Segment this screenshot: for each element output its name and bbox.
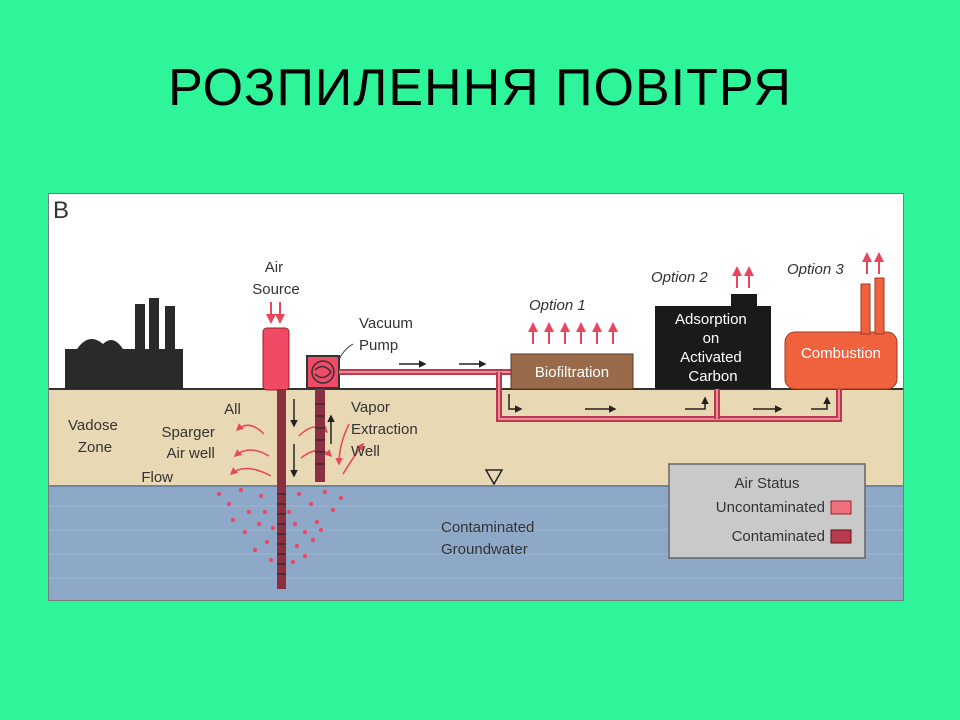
combustion-unit — [784, 331, 898, 390]
underground-pipe-arrows-icon — [508, 394, 831, 413]
legend-contaminated-swatch — [830, 529, 852, 544]
air-source-tank — [262, 327, 290, 391]
adsorption-unit — [655, 306, 771, 389]
biofiltration-label: Biofiltration — [535, 364, 609, 381]
air-source-arrows-icon — [266, 302, 285, 324]
water-table-marker-icon — [484, 469, 504, 486]
sparger-well-label: All Sparger Air well Flow — [141, 401, 245, 486]
air-sparging-diagram: B Air Source — [48, 193, 904, 601]
air-bubble-plume — [216, 487, 344, 565]
option1-emission-arrows-icon — [528, 322, 618, 344]
option3-emission-arrows-icon — [862, 252, 884, 274]
option2-emission-arrows-icon — [732, 266, 754, 288]
legend-uncontaminated-label: Uncontaminated — [716, 499, 825, 516]
slide-title: РОЗПИЛЕННЯ ПОВІТРЯ — [168, 59, 792, 117]
sparger-well — [277, 389, 286, 589]
vacuum-pump-label: Vacuum Pump — [359, 315, 417, 354]
legend-contaminated-label: Contaminated — [732, 528, 825, 545]
air-status-legend: Air Status Uncontaminated Contaminated — [668, 463, 866, 559]
air-source-label: Air Source — [252, 259, 300, 298]
adsorption-label: Adsorption on Activated Carbon — [675, 311, 751, 385]
panel-letter: B — [53, 197, 69, 224]
option1-label: Option 1 — [529, 297, 586, 314]
option3-label: Option 3 — [787, 261, 844, 278]
legend-uncontaminated-swatch — [830, 500, 852, 515]
groundwater-label: Contaminated Groundwater — [441, 519, 539, 558]
vacuum-pump-fan-icon — [311, 360, 335, 384]
vapor-extraction-label: Vapor Extraction Well — [351, 399, 422, 460]
biofiltration-unit — [510, 353, 634, 390]
combustion-label: Combustion — [801, 345, 881, 362]
vadose-zone-label: Vadose Zone — [68, 417, 122, 456]
option2-label: Option 2 — [651, 269, 708, 286]
vapor-flow-curve — [335, 423, 350, 466]
legend-title: Air Status — [734, 475, 799, 492]
vapor-extraction-well — [315, 372, 325, 482]
factory-icon — [65, 298, 183, 389]
